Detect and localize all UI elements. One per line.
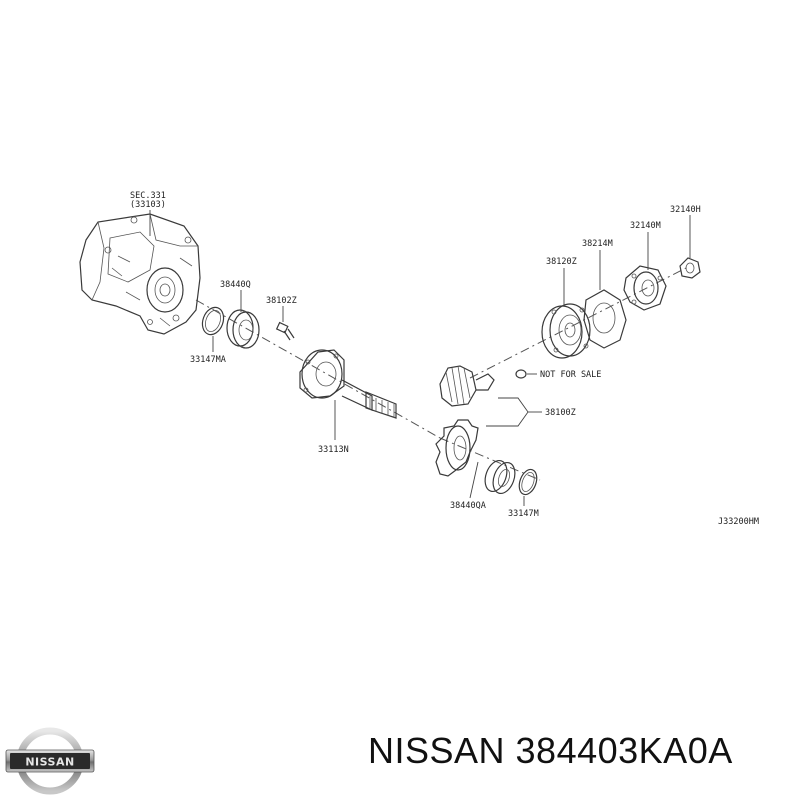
label-not-for-sale: NOT FOR SALE xyxy=(540,370,601,380)
nissan-logo: NISSAN xyxy=(5,727,95,795)
leader-38100z xyxy=(486,397,529,427)
label-33147m: 33147M xyxy=(508,509,539,519)
label-32140m: 32140M xyxy=(630,221,661,231)
snap-ring-33147m xyxy=(518,468,538,496)
part-title: NISSAN 384403KA0A xyxy=(368,730,733,771)
snap-ring-33147m-inner xyxy=(521,472,535,492)
ring-gear xyxy=(435,419,479,477)
label-38102z: 38102Z xyxy=(266,296,297,306)
label-33147ma: 33147MA xyxy=(190,355,226,365)
snap-ring-33147ma xyxy=(201,306,225,336)
leader-38440qa xyxy=(469,461,479,499)
companion-flange-32140m xyxy=(623,265,667,311)
assembly-axis-3 xyxy=(469,265,691,379)
drive-pinion xyxy=(439,365,495,407)
label-38214m: 38214M xyxy=(582,239,613,249)
assembly-axis-1 xyxy=(195,299,441,439)
label-32140h: 32140H xyxy=(670,205,701,215)
label-38100z: 38100Z xyxy=(545,408,576,418)
gasket-38214m xyxy=(583,289,627,349)
bearing-38440q xyxy=(226,309,260,349)
label-38440qa: 38440QA xyxy=(450,501,486,511)
label-38120z: 38120Z xyxy=(546,257,577,267)
plug-not-for-sale xyxy=(515,369,527,379)
nut-32140h xyxy=(679,257,701,279)
label-fig-code: J33200HM xyxy=(718,517,759,527)
bearing-retainer-38120z xyxy=(541,303,591,359)
logo-text: NISSAN xyxy=(25,756,74,769)
transfer-case-housing xyxy=(79,213,201,335)
label-sec331: SEC.331 xyxy=(130,191,166,201)
snap-ring-33147ma-inner xyxy=(205,309,221,333)
gasket-38214m-hole xyxy=(592,302,616,334)
label-38440q: 38440Q xyxy=(220,280,251,290)
bearing-38440qa xyxy=(484,459,516,495)
label-sec331-ref: (33103) xyxy=(130,200,166,210)
assembly-axis-2 xyxy=(439,437,541,481)
bolt-38102z xyxy=(275,321,295,341)
output-shaft-33113n xyxy=(299,349,397,419)
label-33113n: 33113N xyxy=(318,445,349,455)
